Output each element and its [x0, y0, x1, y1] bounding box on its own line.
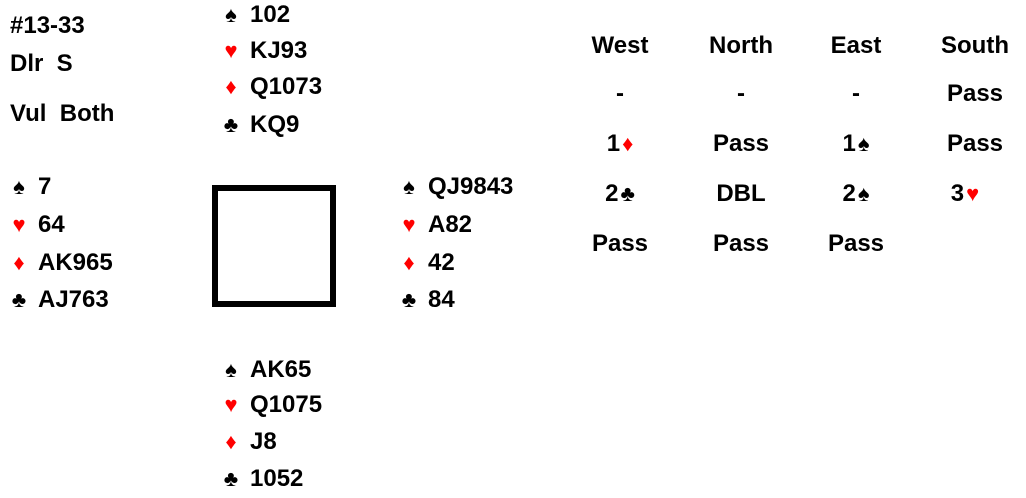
club-icon: ♣: [11, 287, 27, 312]
east-clubs-cards: 84: [428, 286, 455, 313]
north-diamonds: ♦ Q1073: [220, 72, 322, 102]
west-hearts: ♥ 64: [8, 210, 65, 240]
south-diamonds: ♦ J8: [220, 427, 277, 457]
club-icon: ♣: [223, 112, 239, 137]
club-icon: ♣: [620, 181, 635, 206]
bid-cell: Pass: [946, 80, 1004, 107]
bid-cell: 2♠: [806, 180, 906, 208]
diamond-icon: ♦: [403, 250, 415, 275]
diamond-icon: ♦: [225, 74, 237, 99]
bid-cell: -: [616, 80, 624, 107]
south-clubs-cards: 1052: [250, 465, 304, 492]
east-diamonds: ♦ 42: [398, 248, 455, 278]
bid-cell: Pass: [827, 230, 885, 257]
heart-icon: ♥: [402, 212, 416, 237]
spade-icon: ♠: [225, 2, 237, 27]
board-number: #13-33: [10, 12, 85, 39]
table-square: [212, 185, 336, 307]
north-clubs: ♣ KQ9: [220, 110, 300, 140]
bid-cell: 2♣: [570, 180, 670, 208]
heart-icon: ♥: [224, 38, 238, 63]
spade-icon: ♠: [857, 181, 870, 206]
auction-header-west: West: [591, 32, 649, 59]
north-spades: ♠ 102: [220, 0, 290, 30]
bid-level: 3: [950, 180, 965, 207]
bid-level: 1: [842, 130, 856, 157]
west-spades-cards: 7: [38, 173, 52, 200]
north-clubs-cards: KQ9: [250, 111, 300, 138]
spade-icon: ♠: [857, 131, 870, 156]
bid-cell: 3♥: [915, 180, 1015, 208]
diamond-icon: ♦: [13, 250, 25, 275]
diamond-icon: ♦: [225, 429, 237, 454]
south-spades-cards: AK65: [250, 356, 312, 383]
south-diamonds-cards: J8: [250, 428, 277, 455]
east-diamonds-cards: 42: [428, 249, 455, 276]
bid-cell: DBL: [716, 180, 766, 207]
bid-cell: -: [852, 80, 860, 107]
south-hearts-cards: Q1075: [250, 391, 323, 418]
vulnerability-label: Vul Both: [10, 100, 115, 127]
west-hearts-cards: 64: [38, 211, 65, 238]
west-diamonds: ♦ AK965: [8, 248, 113, 278]
bid-cell: Pass: [946, 130, 1004, 157]
south-hearts: ♥ Q1075: [220, 390, 322, 420]
dealer-label: Dlr S: [10, 50, 73, 77]
auction-header-east: East: [830, 32, 882, 59]
auction-header-north: North: [709, 32, 773, 59]
bid-cell: 1♦: [570, 130, 670, 158]
heart-icon: ♥: [966, 181, 980, 206]
east-clubs: ♣ 84: [398, 285, 455, 315]
bid-level: 2: [842, 180, 856, 207]
north-hearts-cards: KJ93: [250, 37, 308, 64]
north-diamonds-cards: Q1073: [250, 73, 323, 100]
north-hearts: ♥ KJ93: [220, 36, 307, 66]
south-spades: ♠ AK65: [220, 355, 311, 385]
auction-header-south: South: [941, 32, 1009, 59]
bid-level: 1: [606, 130, 621, 157]
spade-icon: ♠: [403, 174, 415, 199]
spade-icon: ♠: [225, 357, 237, 382]
diamond-icon: ♦: [622, 131, 634, 156]
heart-icon: ♥: [224, 392, 238, 417]
bid-cell: -: [737, 80, 745, 107]
east-spades-cards: QJ9843: [428, 173, 514, 200]
club-icon: ♣: [223, 466, 239, 491]
bid-level: 2: [605, 180, 619, 207]
west-spades: ♠ 7: [8, 172, 51, 202]
spade-icon: ♠: [13, 174, 25, 199]
bid-cell: Pass: [712, 130, 770, 157]
west-clubs-cards: AJ763: [38, 286, 109, 313]
south-clubs: ♣ 1052: [220, 464, 304, 494]
west-clubs: ♣ AJ763: [8, 285, 109, 315]
bid-cell: Pass: [712, 230, 770, 257]
bid-cell: Pass: [591, 230, 649, 257]
east-spades: ♠ QJ9843: [398, 172, 513, 202]
club-icon: ♣: [401, 287, 417, 312]
bid-cell: 1♠: [806, 130, 906, 158]
east-hearts-cards: A82: [428, 211, 473, 238]
east-hearts: ♥ A82: [398, 210, 472, 240]
west-diamonds-cards: AK965: [38, 249, 113, 276]
north-spades-cards: 102: [250, 1, 291, 28]
heart-icon: ♥: [12, 212, 26, 237]
